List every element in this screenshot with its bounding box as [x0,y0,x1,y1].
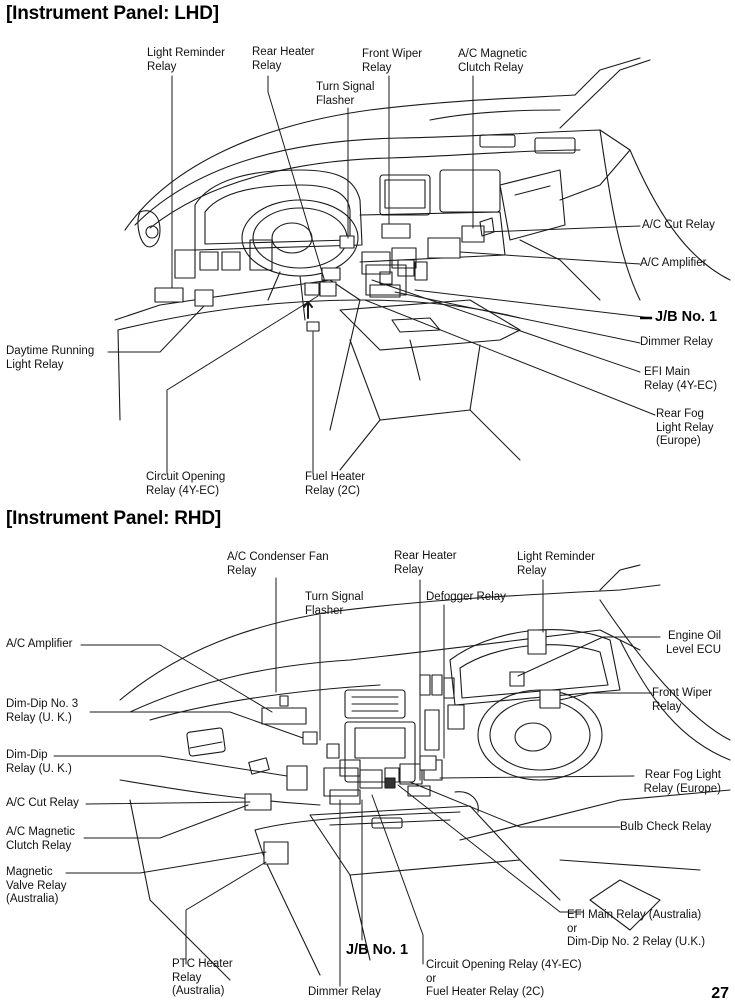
lhd-dashboard-drawing [114,57,731,471]
rhd-bulb-check-relay-label: Bulb Check Relay [620,821,712,833]
rhd-front-wiper-relay-label: Front Wiper Relay [652,687,713,713]
rhd-turn-signal-flasher-label: Turn Signal Flasher [305,591,364,617]
rhd-leader-lines [53,577,661,987]
rhd-ptc-heater-relay-label: PTC Heater Relay (Australia) [172,958,233,997]
lhd-efi-main-relay-label: EFI Main Relay (4Y-EC) [644,366,718,392]
rhd-dimmer-relay-label: Dimmer Relay [308,986,381,998]
rhd-ac-magnetic-clutch-relay-label: A/C Magnetic Clutch Relay [6,826,76,852]
rhd-ac-amplifier-label: A/C Amplifier [6,638,73,650]
rhd-dim-dip-relay-label: Dim-Dip Relay (U. K.) [6,749,72,775]
lhd-ac-magnetic-clutch-relay-label: A/C Magnetic Clutch Relay [458,48,528,74]
rhd-rear-fog-light-relay-label: Rear Fog Light Relay (Europe) [643,769,721,795]
rhd-magnetic-valve-relay-label: Magnetic Valve Relay (Australia) [6,866,67,905]
rhd-circuit-opening-relay-label: Circuit Opening Relay (4Y-EC) or Fuel He… [426,959,582,998]
lhd-jb-no1-label: J/B No. 1 [655,309,718,325]
lhd-daytime-running-light-relay-label: Daytime Running Light Relay [6,345,95,371]
lhd-dimmer-relay-label: Dimmer Relay [640,336,713,348]
lhd-ac-cut-relay-label: A/C Cut Relay [642,219,715,231]
rhd-section-heading: [Instrument Panel: RHD] [6,508,221,529]
rhd-ac-condenser-fan-relay-label: A/C Condenser Fan Relay [227,551,329,577]
rhd-efi-main-relay-label: EFI Main Relay (Australia) or Dim-Dip No… [567,909,706,948]
lhd-fuel-heater-relay-label: Fuel Heater Relay (2C) [305,471,366,497]
page-number: 27 [711,985,729,1002]
rhd-jb-no1-label: J/B No. 1 [346,942,409,958]
rhd-rear-heater-relay-label: Rear Heater Relay [394,550,457,576]
rhd-dashboard-drawing [119,564,731,981]
lhd-front-wiper-relay-label: Front Wiper Relay [362,48,423,74]
rhd-defogger-relay-label: Defogger Relay [426,591,506,603]
lhd-circuit-opening-relay-label: Circuit Opening Relay (4Y-EC) [146,471,226,497]
lhd-turn-signal-flasher-label: Turn Signal Flasher [316,81,375,107]
rhd-dim-dip-no3-relay-label: Dim-Dip No. 3 Relay (U. K.) [6,698,79,724]
lhd-rear-fog-light-relay-label: Rear Fog Light Relay (Europe) [656,408,714,447]
lhd-light-reminder-relay-label: Light Reminder Relay [147,47,225,73]
lhd-section-heading: [Instrument Panel: LHD] [6,3,219,24]
lhd-ac-amplifier-label: A/C Amplifier [640,257,707,269]
lhd-leader-lines [107,75,656,475]
rhd-light-reminder-relay-label: Light Reminder Relay [517,551,595,577]
rhd-ac-cut-relay-label: A/C Cut Relay [6,797,79,809]
lhd-rear-heater-relay-label: Rear Heater Relay [252,46,315,72]
rhd-engine-oil-level-ecu-label: Engine Oil Level ECU [666,630,721,656]
